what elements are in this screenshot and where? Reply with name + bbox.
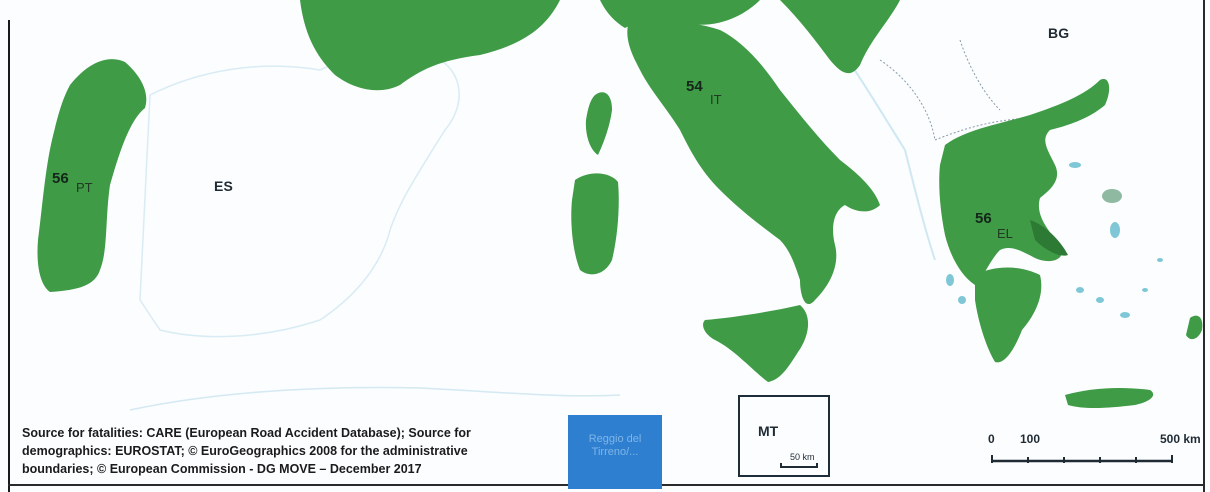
aegean-island xyxy=(1076,287,1084,293)
crete-shape xyxy=(1065,387,1154,409)
legend-box-text: Reggio del Tirreno/... xyxy=(568,433,662,459)
sardinia-shape xyxy=(571,173,619,275)
source-line-3: boundaries; © European Commission - DG M… xyxy=(22,462,422,476)
spain-outline xyxy=(139,54,460,338)
source-attribution: Source for fatalities: CARE (European Ro… xyxy=(22,424,532,478)
corsica-shape xyxy=(585,92,612,155)
portugal-shape[interactable] xyxy=(37,59,147,293)
italy-mainland-shape[interactable] xyxy=(627,20,880,305)
rhodes-shape xyxy=(1186,315,1203,340)
inset-scale-label: 50 km xyxy=(790,452,815,462)
malta-code: MT xyxy=(758,423,779,439)
greece-mainland-shape[interactable] xyxy=(939,79,1110,285)
aegean-island xyxy=(1096,297,1104,303)
north-africa-coast xyxy=(129,386,621,411)
source-line-1: Source for fatalities: CARE (European Ro… xyxy=(22,426,471,440)
scale-label-end: 500 km xyxy=(1160,432,1201,446)
scale-label-start: 0 xyxy=(988,432,995,446)
sicily-shape xyxy=(703,305,809,382)
portugal-code: PT xyxy=(76,180,93,195)
peloponnese-shape xyxy=(975,267,1042,363)
legend-box-line-1: Reggio del xyxy=(588,433,642,445)
inset-scale-bar xyxy=(780,463,818,468)
croatia-coast-shape xyxy=(780,0,900,74)
aegean-island xyxy=(1102,189,1122,203)
scale-bar-graphic xyxy=(991,455,1173,463)
source-line-2: demographics: EUROSTAT; © EuroGeographic… xyxy=(22,444,468,458)
spain-code: ES xyxy=(214,178,234,194)
italy-value: 54 xyxy=(686,78,703,95)
portugal-value: 56 xyxy=(52,170,69,187)
scale-label-mid: 100 xyxy=(1020,432,1041,446)
ionian-island xyxy=(958,296,966,304)
france-south-coast xyxy=(300,0,560,91)
malta-inset: MT 50 km xyxy=(738,395,830,477)
balkan-borders xyxy=(879,39,1031,141)
greece-code: EL xyxy=(997,226,1013,241)
frame-left-border xyxy=(8,20,10,492)
aegean-island xyxy=(1110,222,1120,238)
aegean-island xyxy=(1157,258,1163,262)
bulgaria-code: BG xyxy=(1048,25,1070,41)
legend-box-line-2: Tirreno/... xyxy=(591,446,639,458)
italy-north-shape xyxy=(600,0,760,28)
frame-right-border xyxy=(1203,0,1205,492)
aegean-island xyxy=(1120,312,1130,318)
greece-value: 56 xyxy=(975,210,992,227)
italy-code: IT xyxy=(710,92,722,107)
aegean-island xyxy=(1142,288,1148,292)
evia-shape xyxy=(1030,220,1068,256)
aegean-island xyxy=(1069,162,1081,168)
ionian-island xyxy=(946,274,954,286)
legend-color-box: Reggio del Tirreno/... xyxy=(568,415,662,489)
